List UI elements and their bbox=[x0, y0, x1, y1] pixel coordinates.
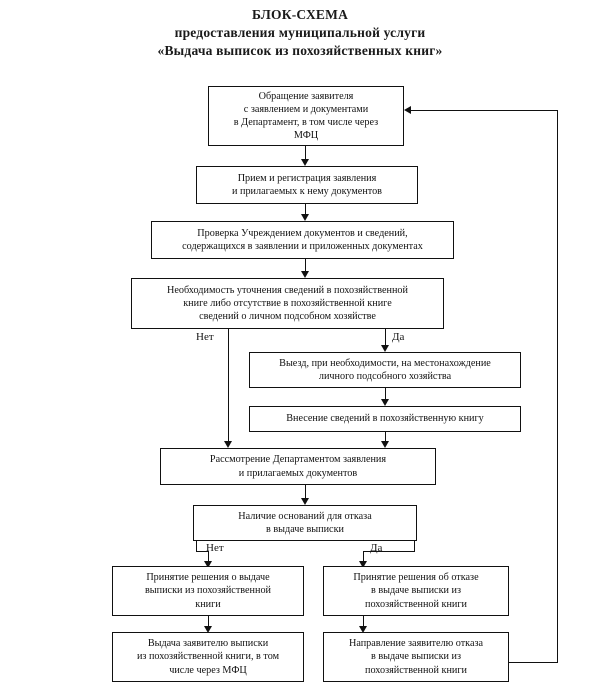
connector-decision1-yes bbox=[385, 329, 386, 349]
node-site-visit-text: Выезд, при необходимости, на местонахожд… bbox=[279, 357, 491, 382]
connector-n5-n6 bbox=[385, 388, 386, 402]
connector-n9-n11 bbox=[208, 616, 209, 630]
connector-n2-n3 bbox=[305, 204, 306, 217]
arrow-n10-n12 bbox=[358, 626, 367, 633]
node-decision-refusal-grounds-text: Наличие оснований для отказа в выдаче вы… bbox=[238, 510, 372, 535]
node-department-review: Рассмотрение Департаментом заявления и п… bbox=[160, 448, 436, 485]
connector-decision2-yes bbox=[363, 551, 364, 565]
connector-decision2-no-stem bbox=[196, 541, 197, 551]
connector-decision1-no bbox=[228, 329, 229, 445]
connector-decision2-yes-horizontal bbox=[363, 551, 415, 552]
node-send-refusal-text: Направление заявителю отказа в выдаче вы… bbox=[348, 638, 484, 676]
node-record-entry: Внесение сведений в похозяйственную книг… bbox=[249, 406, 521, 432]
arrow-decision1-no bbox=[223, 441, 232, 448]
connector-n10-n12 bbox=[363, 616, 364, 630]
feedback-line-right bbox=[557, 110, 558, 663]
arrow-n2-n3 bbox=[300, 214, 309, 221]
connector-n6-n7 bbox=[385, 432, 386, 445]
node-applicant-request-text: Обращение заявителя с заявлением и докум… bbox=[233, 90, 379, 142]
node-decision-need-clarification-text: Необходимость уточнения сведений в похоз… bbox=[167, 284, 408, 323]
connector-n7-n8 bbox=[305, 485, 306, 501]
node-decision-issue: Принятие решения о выдаче выписки из пох… bbox=[112, 566, 304, 616]
node-receive-register-text: Прием и регистрация заявления и прилагае… bbox=[232, 172, 382, 197]
connector-n1-n2 bbox=[305, 146, 306, 162]
node-verification-text: Проверка Учреждением документов и сведен… bbox=[182, 227, 423, 252]
node-decision-refusal-grounds: Наличие оснований для отказа в выдаче вы… bbox=[193, 505, 417, 541]
arrow-feedback-to-n1 bbox=[404, 105, 411, 114]
arrow-decision1-yes bbox=[380, 345, 389, 352]
node-applicant-request: Обращение заявителя с заявлением и докум… bbox=[208, 86, 404, 146]
node-site-visit: Выезд, при необходимости, на местонахожд… bbox=[249, 352, 521, 388]
title-line-3: «Выдача выписок из похозяйственных книг» bbox=[157, 43, 443, 58]
node-decision-need-clarification: Необходимость уточнения сведений в похоз… bbox=[131, 278, 444, 329]
branch-label-decision2-yes: Да bbox=[370, 542, 383, 554]
arrow-decision2-yes bbox=[358, 561, 367, 568]
node-send-refusal: Направление заявителю отказа в выдаче вы… bbox=[323, 632, 509, 682]
connector-decision2-no-horizontal bbox=[196, 551, 208, 552]
arrow-n3-n4 bbox=[300, 271, 309, 278]
arrow-n5-n6 bbox=[380, 399, 389, 406]
arrow-n9-n11 bbox=[203, 626, 212, 633]
feedback-line-top bbox=[411, 110, 558, 111]
branch-label-decision1-no: Нет bbox=[196, 331, 214, 343]
node-decision-issue-text: Принятие решения о выдаче выписки из пох… bbox=[145, 572, 271, 610]
branch-label-decision2-no: Нет bbox=[206, 542, 224, 554]
branch-label-decision1-yes: Да bbox=[392, 331, 405, 343]
connector-decision2-no bbox=[208, 551, 209, 565]
node-receive-register: Прием и регистрация заявления и прилагае… bbox=[196, 166, 418, 204]
feedback-line-bottom bbox=[509, 662, 558, 663]
connector-decision2-yes-stem bbox=[414, 541, 415, 551]
node-decision-refuse: Принятие решения об отказе в выдаче выпи… bbox=[323, 566, 509, 616]
node-record-entry-text: Внесение сведений в похозяйственную книг… bbox=[286, 413, 484, 425]
page-title: БЛОК-СХЕМА предоставления муниципальной … bbox=[0, 6, 600, 60]
connector-n3-n4 bbox=[305, 259, 306, 274]
node-decision-refuse-text: Принятие решения об отказе в выдаче выпи… bbox=[353, 572, 479, 610]
title-line-2: предоставления муниципальной услуги bbox=[174, 25, 426, 40]
arrow-n7-n8 bbox=[300, 498, 309, 505]
title-line-1: БЛОК-СХЕМА bbox=[251, 7, 349, 22]
arrow-decision2-no bbox=[203, 561, 212, 568]
arrow-n1-n2 bbox=[300, 159, 309, 166]
node-verification: Проверка Учреждением документов и сведен… bbox=[151, 221, 454, 259]
node-department-review-text: Рассмотрение Департаментом заявления и п… bbox=[209, 454, 387, 479]
node-issue-extract: Выдача заявителю выписки из похозяйствен… bbox=[112, 632, 304, 682]
node-issue-extract-text: Выдача заявителю выписки из похозяйствен… bbox=[136, 638, 280, 676]
arrow-n6-n7 bbox=[380, 441, 389, 448]
